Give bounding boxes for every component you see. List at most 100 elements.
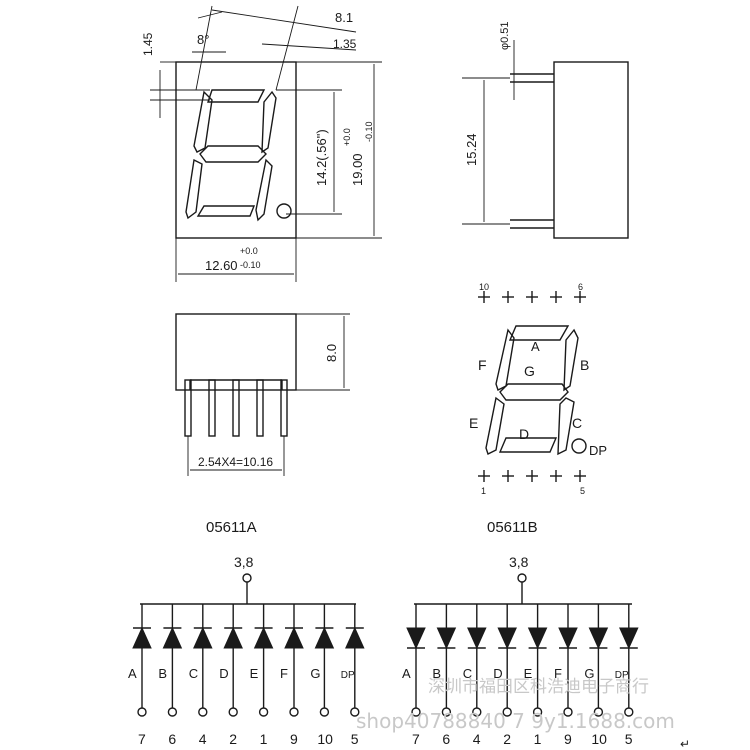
- circuit-b-common-terminal: [517, 573, 527, 583]
- diode-icon: [132, 626, 152, 649]
- pin-terminal: [472, 707, 482, 717]
- seg-f: [495, 328, 515, 391]
- pin-terminal: [137, 707, 147, 717]
- pin-number: 2: [229, 731, 237, 747]
- bottom-pin: [232, 379, 240, 437]
- bottom-view: 8.0 2.54X4=10.16: [175, 313, 350, 476]
- segment-label: C: [189, 666, 198, 681]
- segment-d-outline: [196, 205, 256, 217]
- segment-label: G: [310, 666, 320, 681]
- segment-label: F: [280, 666, 288, 681]
- segment-label: A: [402, 666, 411, 681]
- segment-g-outline: [199, 145, 267, 163]
- segment-label: E: [250, 666, 259, 681]
- top-pin-markers: [478, 291, 586, 303]
- diode-icon: [619, 627, 639, 650]
- segment-b-outline: [261, 90, 277, 154]
- segment-e-outline: [185, 158, 203, 220]
- seg-g: [499, 383, 569, 401]
- circuit-a-common: 3,8: [234, 554, 254, 570]
- front-view-digit: [185, 89, 292, 222]
- pin-5-label: 5: [580, 486, 585, 496]
- pin-number: 10: [317, 731, 333, 747]
- dim-top-margin: 1.45: [141, 32, 155, 56]
- seg-label-dp: DP: [589, 443, 607, 458]
- front-view: 8° 8.1 1.35 1.45 14.2(.56") +0.0 19.00 -…: [141, 5, 382, 282]
- pin-terminal: [258, 707, 269, 717]
- watermark-line2: shop40788840 7 9y1.1688.com: [356, 709, 675, 733]
- seg-label-f: F: [478, 357, 487, 373]
- diode-icon: [223, 626, 243, 649]
- seg-b: [563, 328, 579, 392]
- segment-a-outline: [207, 89, 266, 103]
- dim-width-value: 12.60: [205, 258, 238, 273]
- dim-width-tol-minus: -0.10: [240, 260, 261, 270]
- segment-label: D: [493, 666, 502, 681]
- diode-icon: [467, 627, 487, 650]
- pin-number: 6: [168, 731, 176, 747]
- pin-terminal: [532, 707, 543, 717]
- bottom-pin-markers: [478, 470, 586, 482]
- diode-icon: [527, 627, 548, 650]
- pin-number: 6: [442, 731, 450, 747]
- diode-icon: [588, 627, 609, 650]
- pin-terminal: [167, 707, 178, 717]
- pin-terminal: [624, 707, 634, 717]
- pin-number: 1: [260, 731, 268, 747]
- dim-pin-diameter: φ0.51: [499, 21, 511, 50]
- pin-terminal: [563, 707, 573, 717]
- diode-icon: [436, 627, 457, 650]
- diode-icon: [253, 626, 274, 649]
- diode-icon: [406, 627, 426, 650]
- pin-terminal: [593, 707, 604, 717]
- pin-number: 5: [351, 731, 359, 747]
- bottom-pins: [184, 379, 288, 437]
- segment-label: DP: [615, 670, 629, 681]
- circuit-b-common: 3,8: [509, 554, 529, 570]
- seg-e: [485, 396, 505, 455]
- slant-extension-left: [195, 5, 213, 91]
- dim-seg-offset: 8.1: [335, 10, 353, 25]
- dim-height-tol-plus: +0.0: [342, 128, 352, 146]
- watermark-line1: 深圳市福田区科浩迪电子商行: [428, 677, 649, 697]
- segment-c-outline: [255, 158, 273, 222]
- pin-1-label: 1: [481, 486, 486, 496]
- pin-terminal: [502, 707, 512, 717]
- pin-number: 9: [290, 731, 298, 747]
- dim-digit-height: 14.2(.56"): [314, 129, 329, 186]
- dim-height-value: 19.00: [350, 153, 365, 186]
- pin-number: 1: [534, 731, 542, 747]
- seg-a: [508, 325, 570, 341]
- diode-icon: [193, 626, 213, 649]
- pin-number: 4: [473, 731, 481, 747]
- segment-f-outline: [193, 90, 213, 153]
- pin-terminal: [198, 707, 208, 717]
- dim-seg-width: 1.35: [333, 37, 357, 51]
- segment-label: DP: [341, 670, 355, 681]
- dim-pin-span: 15.24: [464, 133, 479, 166]
- pin-terminal: [350, 707, 360, 717]
- pin-number: 7: [412, 731, 420, 747]
- pin-number: 9: [564, 731, 572, 747]
- side-view-body: [553, 61, 629, 239]
- pin-terminal: [228, 707, 238, 717]
- seg-label-e: E: [469, 415, 478, 431]
- seg-label-b: B: [580, 357, 589, 373]
- segment-label: B: [158, 666, 167, 681]
- seg-dp-dot: [571, 438, 587, 454]
- slant-extension-right: [275, 5, 299, 91]
- diode-icon: [558, 627, 578, 650]
- bottom-view-body: [175, 313, 297, 391]
- dim-depth: 8.0: [324, 344, 339, 362]
- pinout-diagram: 10 6 1 5 A B C D E F G DP: [469, 282, 607, 496]
- pin-number: 2: [503, 731, 511, 747]
- front-view-body: [175, 61, 297, 239]
- segment-label: C: [463, 666, 472, 681]
- diode-icon: [497, 627, 517, 650]
- diode-icon: [345, 626, 365, 649]
- pin-number: 4: [199, 731, 207, 747]
